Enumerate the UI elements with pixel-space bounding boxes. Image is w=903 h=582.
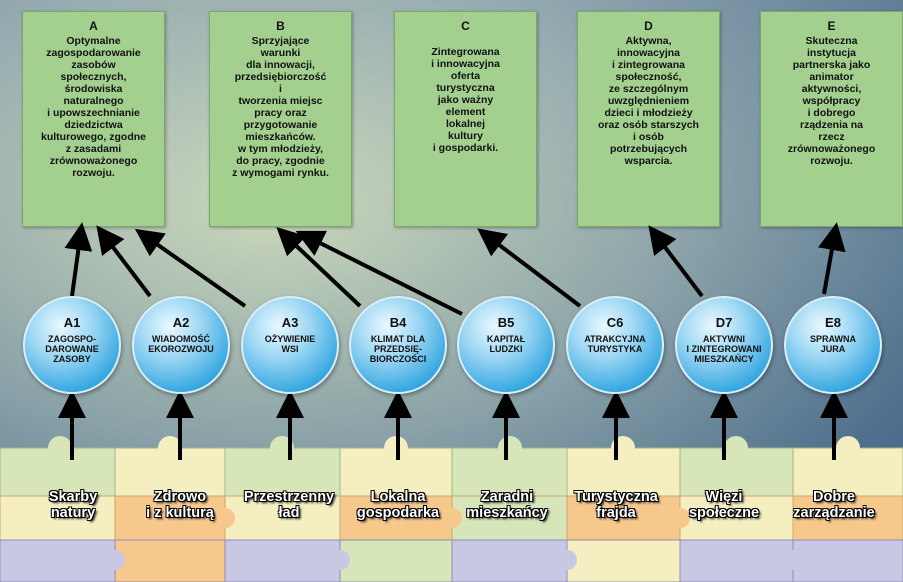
- puzzle-label-turystyczna-frajda: Turystyczna frajda: [574, 489, 658, 521]
- objective-label: OŻYWIENIE WSI: [264, 334, 316, 354]
- puzzle-label-przestrzenny-lad: Przestrzenny ład: [243, 489, 335, 521]
- puzzle-label-lokalna-gospodarka: Lokalna gospodarka: [356, 489, 440, 521]
- puzzle-row-middle: [0, 495, 903, 541]
- objective-label: KAPITAŁ LUDZKI: [486, 334, 526, 354]
- goal-letter: C: [461, 19, 470, 33]
- objective-label: AKTYWNI I ZINTEGROWANI MIESZKAŃCY: [686, 334, 762, 364]
- goal-box-a: A Optymalne zagospodarowanie zasobów spo…: [22, 11, 165, 227]
- objective-code: E8: [825, 315, 841, 330]
- goal-text: Aktywna, innowacyjna i zintegrowana społ…: [598, 35, 699, 167]
- goal-letter: E: [827, 19, 836, 33]
- objective-code: C6: [606, 315, 624, 330]
- objective-circle-d7: D7 AKTYWNI I ZINTEGROWANI MIESZKAŃCY: [675, 296, 773, 394]
- puzzle-row-top: [0, 436, 903, 497]
- arrow-d7-to-d: [648, 225, 704, 298]
- goal-letter: B: [276, 19, 285, 33]
- objective-label: SPRAWNA JURA: [809, 334, 856, 354]
- goal-text: Skuteczna instytucja partnerska jako ani…: [787, 35, 876, 167]
- arrow-a2-to-a: [96, 225, 152, 298]
- objective-code: B5: [497, 315, 515, 330]
- puzzle-label-skarby-natury: Skarby natury: [48, 489, 98, 521]
- goal-text: Optymalne zagospodarowanie zasobów społe…: [41, 35, 146, 179]
- objective-circle-a3: A3 OŻYWIENIE WSI: [241, 296, 339, 394]
- objective-code: D7: [715, 315, 733, 330]
- puzzle-row-bottom: [0, 508, 903, 582]
- objective-code: A2: [172, 315, 190, 330]
- objective-circle-b5: B5 KAPITAŁ LUDZKI: [457, 296, 555, 394]
- goal-box-b: B Sprzyjające warunki dla innowacji, prz…: [209, 11, 352, 227]
- puzzle-label-zdrowo: Zdrowo i z kulturą: [146, 489, 214, 521]
- objective-circle-e8: E8 SPRAWNA JURA: [784, 296, 882, 394]
- objective-label: ZAGOSPO- DAROWANE ZASOBY: [45, 334, 99, 364]
- arrow-b5-to-b: [295, 230, 463, 316]
- puzzle-band: [0, 436, 903, 582]
- goal-letter: A: [89, 19, 98, 33]
- objective-circle-a1: A1 ZAGOSPO- DAROWANE ZASOBY: [23, 296, 121, 394]
- goal-letter: D: [644, 19, 653, 33]
- arrow-e8-to-e: [818, 222, 846, 295]
- goal-box-d: D Aktywna, innowacyjna i zintegrowana sp…: [577, 11, 720, 227]
- objective-circle-b4: B4 KLIMAT DLA PRZEDSIĘ- BIORCZOŚCI: [349, 296, 447, 394]
- objective-label: KLIMAT DLA PRZEDSIĘ- BIORCZOŚCI: [369, 334, 427, 364]
- goal-text: Sprzyjające warunki dla innowacji, przed…: [232, 35, 329, 179]
- objective-code: A3: [281, 315, 299, 330]
- arrow-c6-to-c: [477, 228, 582, 308]
- objective-circle-a2: A2 WIADOMOŚĆ EKOROZWOJU: [132, 296, 230, 394]
- arrow-a3-to-a: [134, 228, 247, 308]
- goal-box-c: C Zintegrowana i innowacyjna oferta tury…: [394, 11, 537, 227]
- objective-label: WIADOMOŚĆ EKOROZWOJU: [148, 334, 214, 354]
- goal-text: Zintegrowana i innowacyjna oferta turyst…: [431, 46, 500, 154]
- objective-code: A1: [63, 315, 81, 330]
- objective-label: ATRAKCYJNA TURYSTYKA: [584, 334, 646, 354]
- arrow-a1-to-a: [64, 222, 93, 297]
- objective-code: B4: [389, 315, 407, 330]
- objective-circle-c6: C6 ATRAKCYJNA TURYSTYKA: [566, 296, 664, 394]
- puzzle-label-wiezi-spoleczne: Więzi społeczne: [688, 489, 760, 521]
- puzzle-label-zaradni-mieszkancy: Zaradni mieszkańcy: [466, 489, 548, 521]
- puzzle-label-dobre-zarzadzanie: Dobre zarządzanie: [793, 489, 875, 521]
